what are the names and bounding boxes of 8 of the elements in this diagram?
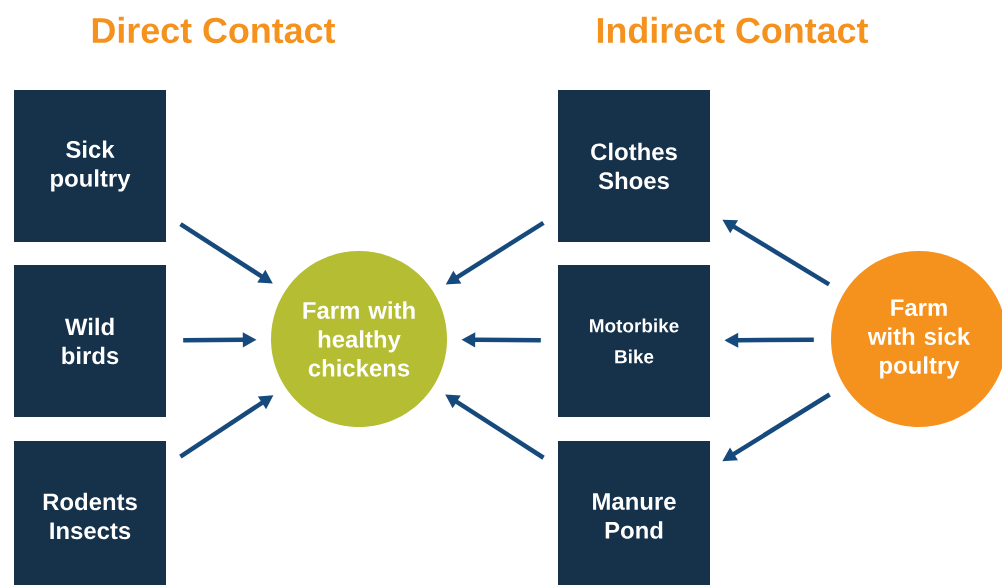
text-box: Motorbike Bike	[558, 265, 710, 417]
text-box: Clothes Shoes	[558, 90, 710, 242]
text-box: Wild birds	[14, 265, 166, 417]
text-box: Sick poultry	[14, 90, 166, 242]
heading: Direct Contact	[92, 16, 336, 44]
text-box: Rodents Insects	[14, 441, 166, 585]
heading: Indirect Contact	[597, 16, 869, 44]
text-box: Manure Pond	[558, 441, 710, 585]
